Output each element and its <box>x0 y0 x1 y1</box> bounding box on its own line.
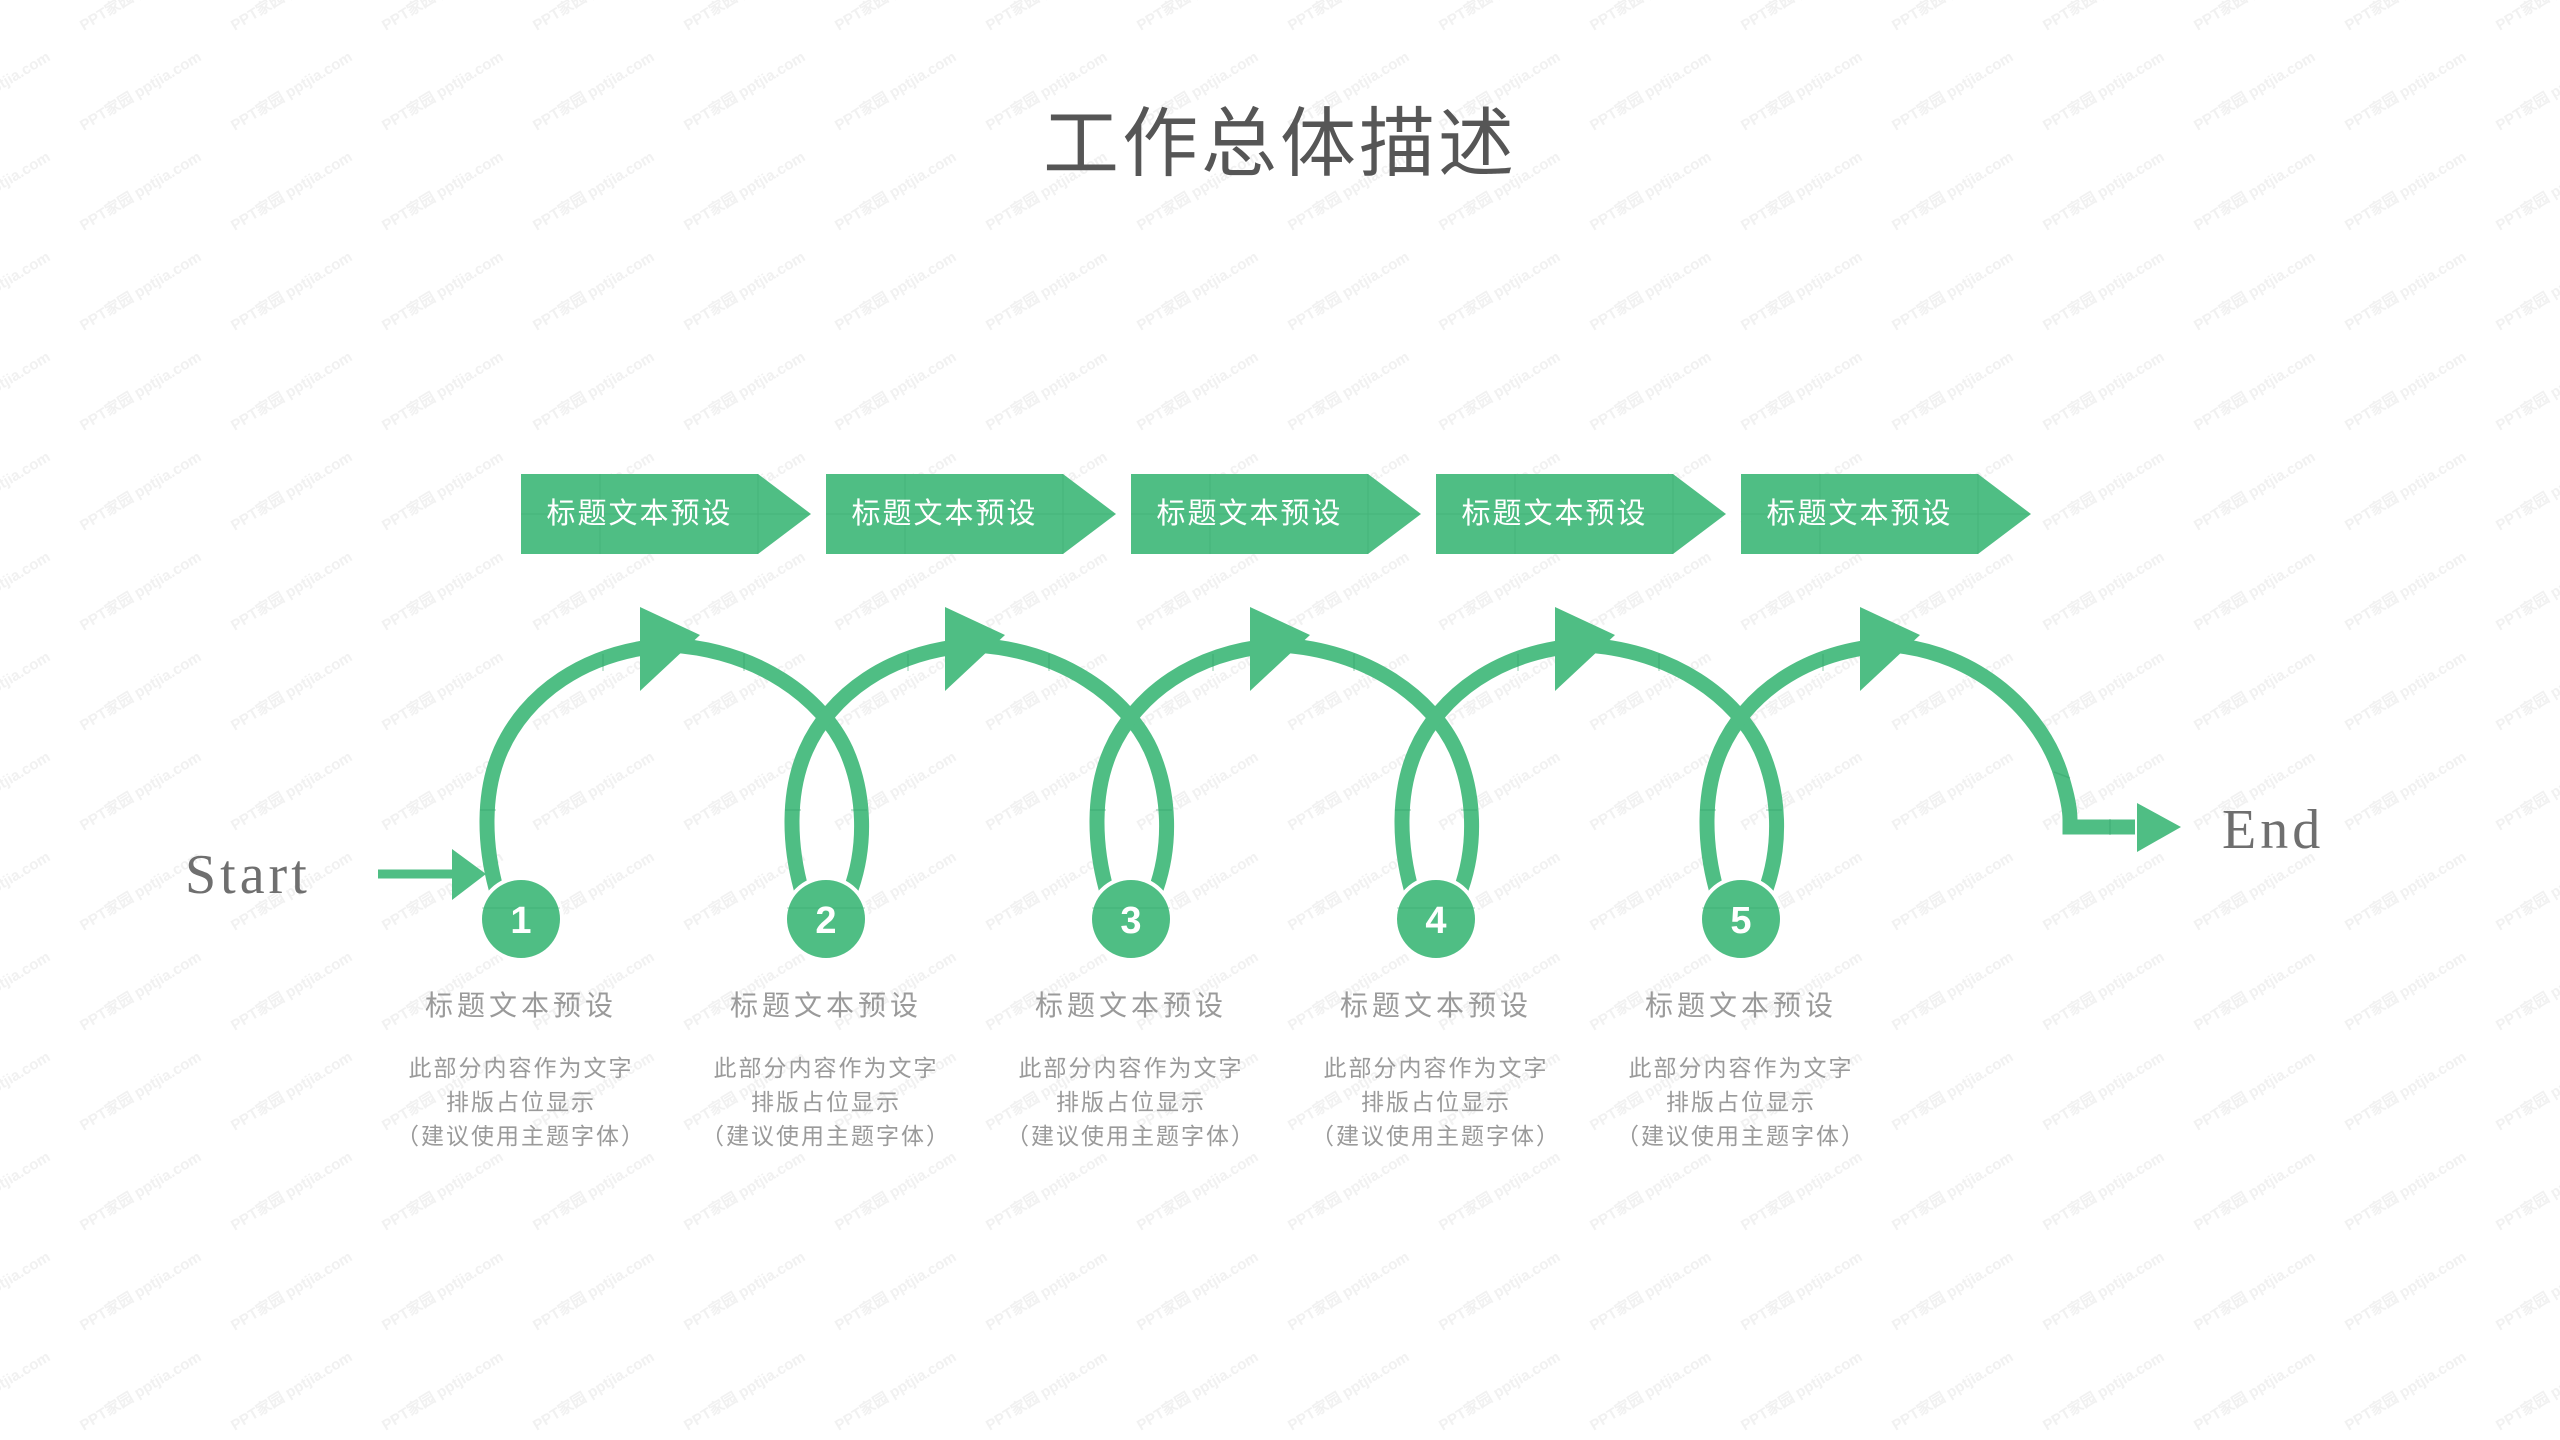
arrowhead-icon-1 <box>640 607 700 691</box>
banner-label-2: 标题文本预设 <box>851 498 1038 530</box>
banner-seam-4 <box>1436 474 1724 554</box>
banner-shape-5 <box>1741 474 2031 554</box>
step-circle-2 <box>783 876 869 962</box>
step-desc-line: 此部分内容作为文字 <box>1018 1056 1244 1081</box>
step-number-2: 2 <box>815 900 837 942</box>
start-label: Start <box>185 844 311 906</box>
step-title-5: 标题文本预设 <box>1644 991 1837 1022</box>
arrowhead-icon-2 <box>945 607 1005 691</box>
end-arrow-icon <box>2137 803 2181 852</box>
arc-ticks-3 <box>1090 654 1477 811</box>
step-desc-line: 此部分内容作为文字 <box>1628 1056 1854 1081</box>
step-circles <box>478 876 1784 962</box>
arc-ticks-5 <box>1700 654 2111 835</box>
start-arrow-icon <box>378 849 486 900</box>
step-desc-line: 排版占位显示 <box>751 1090 901 1115</box>
step-desc-line: 此部分内容作为文字 <box>408 1056 634 1081</box>
arc-ticks-2 <box>785 654 1172 811</box>
banner-shapes <box>521 474 2031 554</box>
banner-shape-4 <box>1436 474 1726 554</box>
step-desc-line: （建议使用主题字体） <box>1006 1124 1256 1149</box>
step-circle-3 <box>1088 876 1174 962</box>
step-number-1: 1 <box>510 900 532 942</box>
arc-ticks-4 <box>1395 654 1782 811</box>
step-desc-line: （建议使用主题字体） <box>396 1124 646 1149</box>
page-title: 工作总体描述 <box>1043 102 1517 187</box>
banner-shape-1 <box>521 474 811 554</box>
banner-label-5: 标题文本预设 <box>1766 498 1953 530</box>
step-circle-4 <box>1393 876 1479 962</box>
banner-shape-3 <box>1131 474 1421 554</box>
step-desc-4: 此部分内容作为文字 排版占位显示 （建议使用主题字体） <box>1296 1052 1576 1154</box>
banner-label-3: 标题文本预设 <box>1156 498 1343 530</box>
step-desc-line: 此部分内容作为文字 <box>1323 1056 1549 1081</box>
step-number-3: 3 <box>1120 900 1142 942</box>
step-circle-1 <box>478 876 564 962</box>
step-desc-1: 此部分内容作为文字 排版占位显示 （建议使用主题字体） <box>381 1052 661 1154</box>
banner-seam-2 <box>826 474 1114 554</box>
arrowhead-icon-4 <box>1555 607 1615 691</box>
step-title-4: 标题文本预设 <box>1339 991 1532 1022</box>
step-desc-5: 此部分内容作为文字 排版占位显示 （建议使用主题字体） <box>1601 1052 1881 1154</box>
step-desc-line: （建议使用主题字体） <box>701 1124 951 1149</box>
step-desc-2: 此部分内容作为文字 排版占位显示 （建议使用主题字体） <box>686 1052 966 1154</box>
banner-seam-3 <box>1131 474 1419 554</box>
step-desc-line: 排版占位显示 <box>446 1090 596 1115</box>
step-desc-line: 排版占位显示 <box>1361 1090 1511 1115</box>
banner-label-4: 标题文本预设 <box>1461 498 1648 530</box>
start-arrow-head <box>452 849 486 900</box>
arrowhead-icon-3 <box>1250 607 1310 691</box>
arrowhead-icon-5 <box>1860 607 1920 691</box>
step-desc-line: （建议使用主题字体） <box>1616 1124 1866 1149</box>
step-desc-line: 排版占位显示 <box>1666 1090 1816 1115</box>
arc-seam-ticks <box>480 654 2111 835</box>
end-label: End <box>2222 799 2325 861</box>
banner-shape-2 <box>826 474 1116 554</box>
banner-seam-1 <box>521 474 809 554</box>
step-number-5: 5 <box>1730 900 1752 942</box>
step-title-1: 标题文本预设 <box>424 991 617 1022</box>
arc-arrowheads <box>640 607 1920 691</box>
step-circle-5 <box>1698 876 1784 962</box>
step-number-4: 4 <box>1425 900 1447 942</box>
step-desc-line: 排版占位显示 <box>1056 1090 1206 1115</box>
step-title-2: 标题文本预设 <box>729 991 922 1022</box>
banner-label-1: 标题文本预设 <box>546 498 733 530</box>
banner-seams <box>521 474 2029 554</box>
step-desc-line: （建议使用主题字体） <box>1311 1124 1561 1149</box>
banner-seam-5 <box>1741 474 2029 554</box>
step-desc-3: 此部分内容作为文字 排版占位显示 （建议使用主题字体） <box>991 1052 1271 1154</box>
flow-arcs <box>479 637 2135 895</box>
step-title-3: 标题文本预设 <box>1034 991 1227 1022</box>
arc-ticks-1 <box>480 654 867 811</box>
step-desc-line: 此部分内容作为文字 <box>713 1056 939 1081</box>
